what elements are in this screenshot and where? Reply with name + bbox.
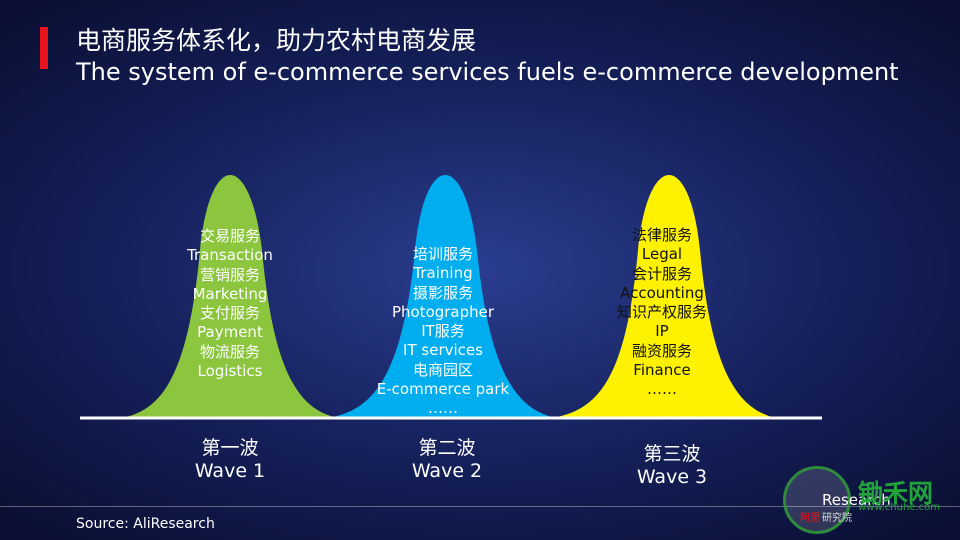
wave-3-item: 会计服务 <box>631 264 692 283</box>
logo-research-text: Research <box>822 491 891 509</box>
title-accent-bar <box>40 27 48 69</box>
wave-2-label-cn: 第二波 <box>418 437 476 459</box>
page-title-en: The system of e-commerce services fuels … <box>76 58 899 86</box>
wave-1-bell <box>122 175 338 418</box>
wave-3-item: 法律服务 <box>631 226 692 244</box>
wave-3-item: Finance <box>633 361 691 380</box>
wave-1-label-en: Wave 1 <box>194 460 266 482</box>
wave-2-item: Training <box>413 264 473 283</box>
wave-2-item: IT服务 <box>421 322 465 341</box>
wave-2-item: 培训服务 <box>412 245 473 263</box>
wave-2-bell <box>328 175 556 418</box>
wave-2-label: 第二波 Wave 2 <box>377 437 517 483</box>
wave-1-item: 营销服务 <box>199 265 260 284</box>
wave-1-label-cn: 第一波 <box>201 437 259 459</box>
wave-1-item: 支付服务 <box>199 304 260 323</box>
wave-2-item: …… <box>428 399 458 418</box>
wave-1-item: Marketing <box>192 284 268 303</box>
logo-red-text: 阿里 <box>800 513 820 524</box>
wave-3-label-cn: 第三波 <box>643 443 701 465</box>
wave-3-label-en: Wave 3 <box>636 466 708 488</box>
wave-3-item: Legal <box>641 245 683 264</box>
wave-1-item: Transaction <box>187 246 273 265</box>
wave-3-label: 第三波 Wave 3 <box>602 443 742 489</box>
wave-1-item: Payment <box>197 323 263 342</box>
wave-2-item: Photographer <box>391 302 495 321</box>
footer-divider <box>0 506 960 507</box>
page-title-cn: 电商服务体系化，助力农村电商发展 <box>76 26 477 55</box>
wave-1-label: 第一波 Wave 1 <box>160 437 300 483</box>
wave-1-item: 交易服务 <box>199 227 260 245</box>
wave-2-item: E-commerce park <box>376 380 510 399</box>
wave-2-item: 摄影服务 <box>412 283 473 302</box>
wave-1-item: 物流服务 <box>199 342 260 361</box>
source-note: Source: AliResearch <box>76 516 215 532</box>
wave-3-item: 知识产权服务 <box>616 303 707 322</box>
logo-sub-text: 研究院 <box>822 513 852 524</box>
wave-3-bell <box>552 175 776 418</box>
wave-2-item: 电商园区 <box>412 360 473 379</box>
wave-1-item: Logistics <box>197 362 263 381</box>
wave-3-item: Accounting <box>620 283 704 302</box>
wave-2-label-en: Wave 2 <box>411 460 483 482</box>
watermark-brand: 锄禾网 <box>858 479 934 508</box>
wave-3-item: IP <box>655 322 669 341</box>
watermark-url: www.chuhe.com <box>858 502 940 513</box>
aliresearch-logo-icon <box>783 466 851 534</box>
wave-3-item: 融资服务 <box>631 341 692 360</box>
wave-3-item: …… <box>647 380 677 399</box>
wave-2-item: IT services <box>403 341 483 360</box>
